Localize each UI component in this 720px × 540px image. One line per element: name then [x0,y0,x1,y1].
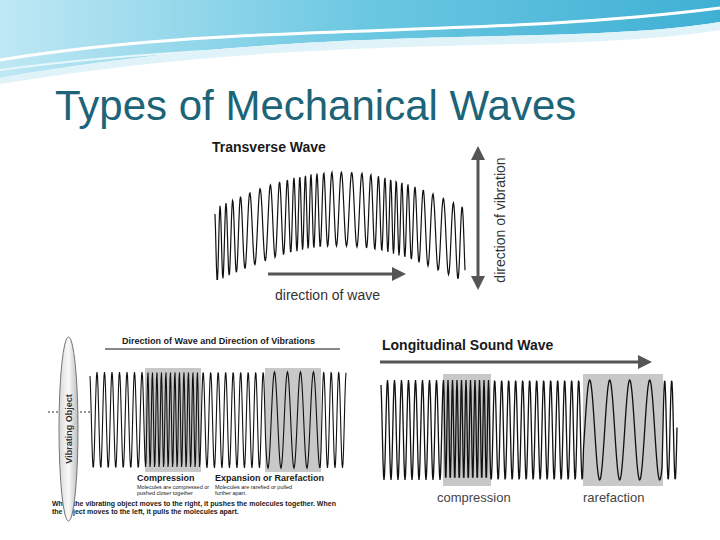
zone-label: compression [437,491,511,506]
zone-note: Molecules are rarefied or pulled further… [215,484,297,497]
object-ellipse [59,337,78,521]
zone-label: rarefaction [583,491,644,506]
wave-direction-arrow [268,273,392,276]
panel-title: Direction of Wave and Direction of Vibra… [122,336,315,346]
title-rule [105,348,340,349]
caption-note: When the vibrating object moves to the r… [52,500,348,516]
arrow-label: direction of vibration [492,157,508,282]
slide-title: Types of Mechanical Waves [55,82,576,130]
zone-note: Molecules are compressed or pushed close… [137,484,213,497]
longitudinal-wave [90,372,346,468]
vibrating-object: Vibrating Object [58,336,79,522]
image-panel [48,333,351,527]
sound-wave [381,380,677,480]
arrow-head [638,355,652,369]
arrow-head [471,146,485,160]
vibration-direction-arrow [477,158,480,278]
panel-title: Transverse Wave [212,139,326,155]
object-label: Vibrating Object [63,394,73,463]
zone-label: Compression [137,473,195,483]
transverse-wave [215,172,465,279]
arrow-head [471,276,485,290]
arrow-head [392,267,406,281]
image-panel [375,333,681,513]
panel-title: Longitudinal Sound Wave [382,337,553,353]
header-shade [0,22,720,84]
arrow-label: direction of wave [275,287,380,303]
zone-label: Expansion or Rarefaction [215,473,324,483]
wave-direction-arrow [380,361,640,364]
